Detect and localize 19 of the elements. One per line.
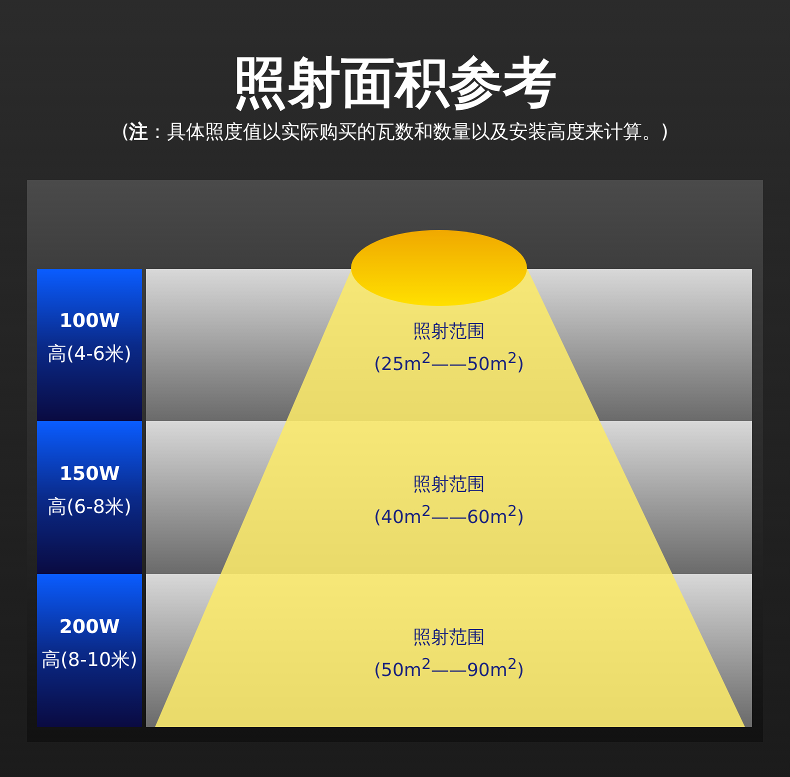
area-range-label: (25m$^{2}$——50m$^{2}$) (372, 349, 526, 375)
title: 照射面积参考 (232, 50, 558, 116)
range-label: 照射范围 (412, 472, 486, 496)
area-range-label: (50m$^{2}$——90m$^{2}$) (372, 654, 526, 680)
range-label: 照射范围 (412, 626, 486, 648)
height-label: 高(4-6米) (46, 342, 132, 367)
wattage-box (37, 574, 142, 727)
area-range-label: (40m$^{2}$——60m$^{2}$) (372, 502, 526, 528)
note: (注：具体照度值以实际购买的瓦数和数量以及安装高度来计算。) (120, 120, 670, 145)
wattage-label: 200W (58, 616, 121, 638)
wattage-box (37, 269, 142, 421)
band-row (146, 421, 752, 574)
wattage-label: 150W (58, 462, 121, 484)
height-label: 高(6-8米) (46, 494, 132, 520)
height-label: 高(8-10米) (40, 648, 138, 672)
wattage-label: 100W (58, 310, 121, 332)
range-label: 照射范围 (412, 320, 486, 343)
band-row (146, 269, 752, 421)
wattage-box (37, 421, 142, 574)
